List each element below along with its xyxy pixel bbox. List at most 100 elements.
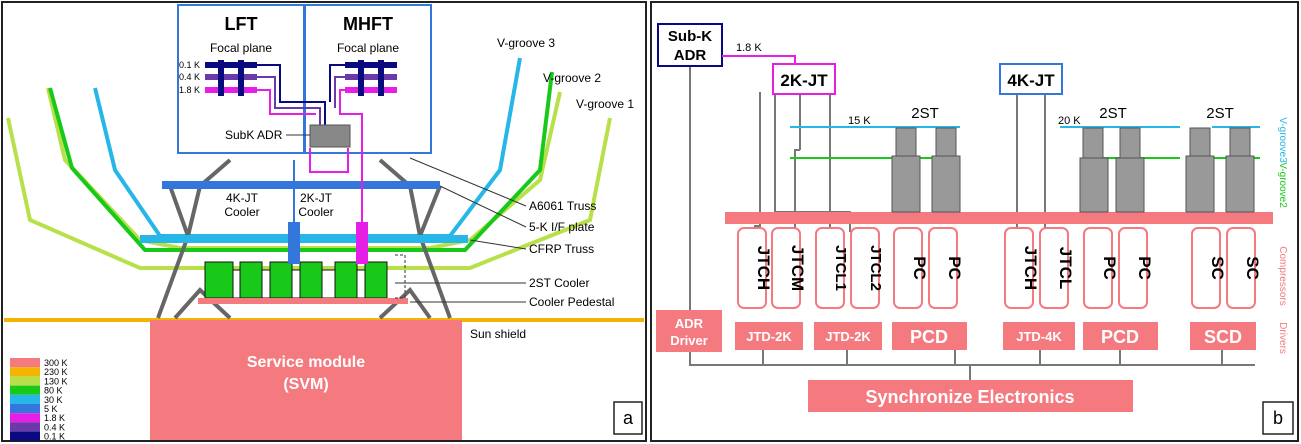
legend-swatch	[10, 431, 40, 441]
scd-label: SCD	[1204, 327, 1242, 347]
compressor-box	[771, 227, 801, 309]
legend-swatch	[10, 358, 40, 368]
subk-2k-link	[722, 55, 796, 64]
panel-a-letter: a	[623, 408, 634, 428]
compressor-label: JTCL	[1056, 247, 1075, 290]
compressor-box	[1118, 227, 1148, 309]
driver-boxes	[656, 310, 1256, 352]
v-groove-2-label: V-groove 2	[543, 71, 601, 85]
temp-18k: 1.8 K	[179, 85, 200, 95]
subk-adr-b-label-1: Sub-K	[668, 28, 712, 45]
compressor-label: JTCH	[1021, 246, 1040, 290]
cooler-4k-label-1: 4K-JT	[226, 191, 259, 205]
jtd2k-label-1: JTD-2K	[746, 329, 792, 344]
legend-label: 130 K	[44, 376, 68, 386]
legend-swatch	[10, 376, 40, 386]
st-cooler-label: 2ST Cooler	[529, 276, 589, 290]
panel-b-letter-box	[1262, 401, 1294, 435]
compressor-label: JTCL2	[867, 245, 884, 291]
compressor-box	[1226, 227, 1256, 309]
compressor-label: PC	[910, 256, 929, 280]
jtd4k-box	[1003, 322, 1075, 350]
cfrp-truss-label: CFRP Truss	[529, 242, 594, 256]
pcd-box-1	[892, 322, 967, 350]
v-groove-3-label: V-groove 3	[497, 36, 555, 50]
cooler-pedestal-label: Cooler Pedestal	[529, 295, 614, 309]
compressor-label: JTCM	[788, 245, 807, 291]
sun-shield-label: Sun shield	[470, 327, 526, 341]
subk-adr-b-label-2: ADR	[674, 47, 707, 64]
if-plate-label: 5-K I/F plate	[529, 220, 595, 234]
temp-15k: 15 K	[848, 115, 871, 127]
st-label-3: 2ST	[1206, 105, 1234, 122]
focal-plane-stack-right	[345, 60, 397, 96]
legend-swatch	[10, 394, 40, 404]
legend-swatch	[10, 422, 40, 432]
service-module	[150, 320, 462, 440]
pcd-label-2: PCD	[1101, 327, 1139, 347]
legend-label: 5 K	[44, 404, 58, 414]
scd-box	[1190, 322, 1256, 350]
drivers-label: Drivers	[1277, 322, 1288, 354]
jt2k-label: 2K-JT	[780, 71, 828, 90]
compressor-label: JTCH	[754, 246, 773, 290]
compressors-label: Compressors	[1277, 246, 1288, 305]
compressor-label: SC	[1243, 256, 1262, 280]
v-groove3-b-label: V-groove3	[1277, 117, 1288, 163]
legend-label: 30 K	[44, 395, 63, 405]
if-plate	[140, 235, 468, 243]
legend-swatch	[10, 413, 40, 423]
compressor-box	[928, 227, 958, 309]
sync-electronics-label: Synchronize Electronics	[865, 387, 1074, 407]
panel-a-letter-box	[613, 401, 643, 435]
focal-plane-wires	[257, 64, 363, 222]
a6061-truss-label: A6061 Truss	[529, 199, 596, 213]
jt4k-label: 4K-JT	[1007, 71, 1055, 90]
temp-01k: 0.1 K	[179, 60, 200, 70]
jt2k-box	[772, 63, 836, 95]
legend-swatch	[10, 404, 40, 414]
sync-electronics-box	[808, 380, 1133, 412]
cooler-2k-label-1: 2K-JT	[300, 191, 333, 205]
legend-label: 1.8 K	[44, 413, 65, 423]
compressor-label: PC	[1100, 256, 1119, 280]
legend-swatch	[10, 367, 40, 377]
adr-driver-box	[656, 310, 722, 352]
adr-driver-label-1: ADR	[675, 316, 704, 331]
cooler-4k-bar	[288, 222, 300, 264]
compressor-box	[1191, 227, 1221, 309]
v-groove2-b-label: V-groove2	[1277, 162, 1288, 208]
subk-adr-label: SubK ADR	[225, 128, 283, 142]
svm-label-1: Service module	[247, 354, 365, 371]
jt4k-box	[999, 63, 1063, 95]
jtd4k-label: JTD-4K	[1016, 329, 1062, 344]
legend-label: 0.1 K	[44, 432, 65, 442]
jtd2k-box-1	[735, 322, 803, 350]
compressor-bar	[725, 212, 1273, 224]
compressor-box	[815, 227, 845, 309]
st-label-1: 2ST	[911, 105, 939, 122]
subk-adr-b-box	[657, 23, 723, 67]
cooler-pedestal	[198, 298, 408, 304]
compressor-label: JTCL1	[832, 245, 849, 291]
compressor-label: PC	[945, 256, 964, 280]
st-label-2: 2ST	[1099, 105, 1127, 122]
adr-driver-label-2: Driver	[670, 333, 708, 348]
cooler-2k-label-2: Cooler	[298, 205, 333, 219]
compressor-box	[737, 227, 767, 309]
lft-label: LFT	[225, 14, 258, 34]
compressor-box	[893, 227, 923, 309]
jtd2k-box-2	[814, 322, 882, 350]
compressor-box	[1039, 227, 1069, 309]
temp-20k: 20 K	[1058, 115, 1081, 127]
mhft-label: MHFT	[343, 14, 393, 34]
focal-plane-stack-left	[205, 60, 257, 96]
st-cooler-bracket	[395, 254, 406, 299]
a6061-plate	[162, 181, 440, 189]
legend-label: 230 K	[44, 367, 68, 377]
compressor-label: SC	[1208, 256, 1227, 280]
cooler-4k-label-2: Cooler	[224, 205, 259, 219]
